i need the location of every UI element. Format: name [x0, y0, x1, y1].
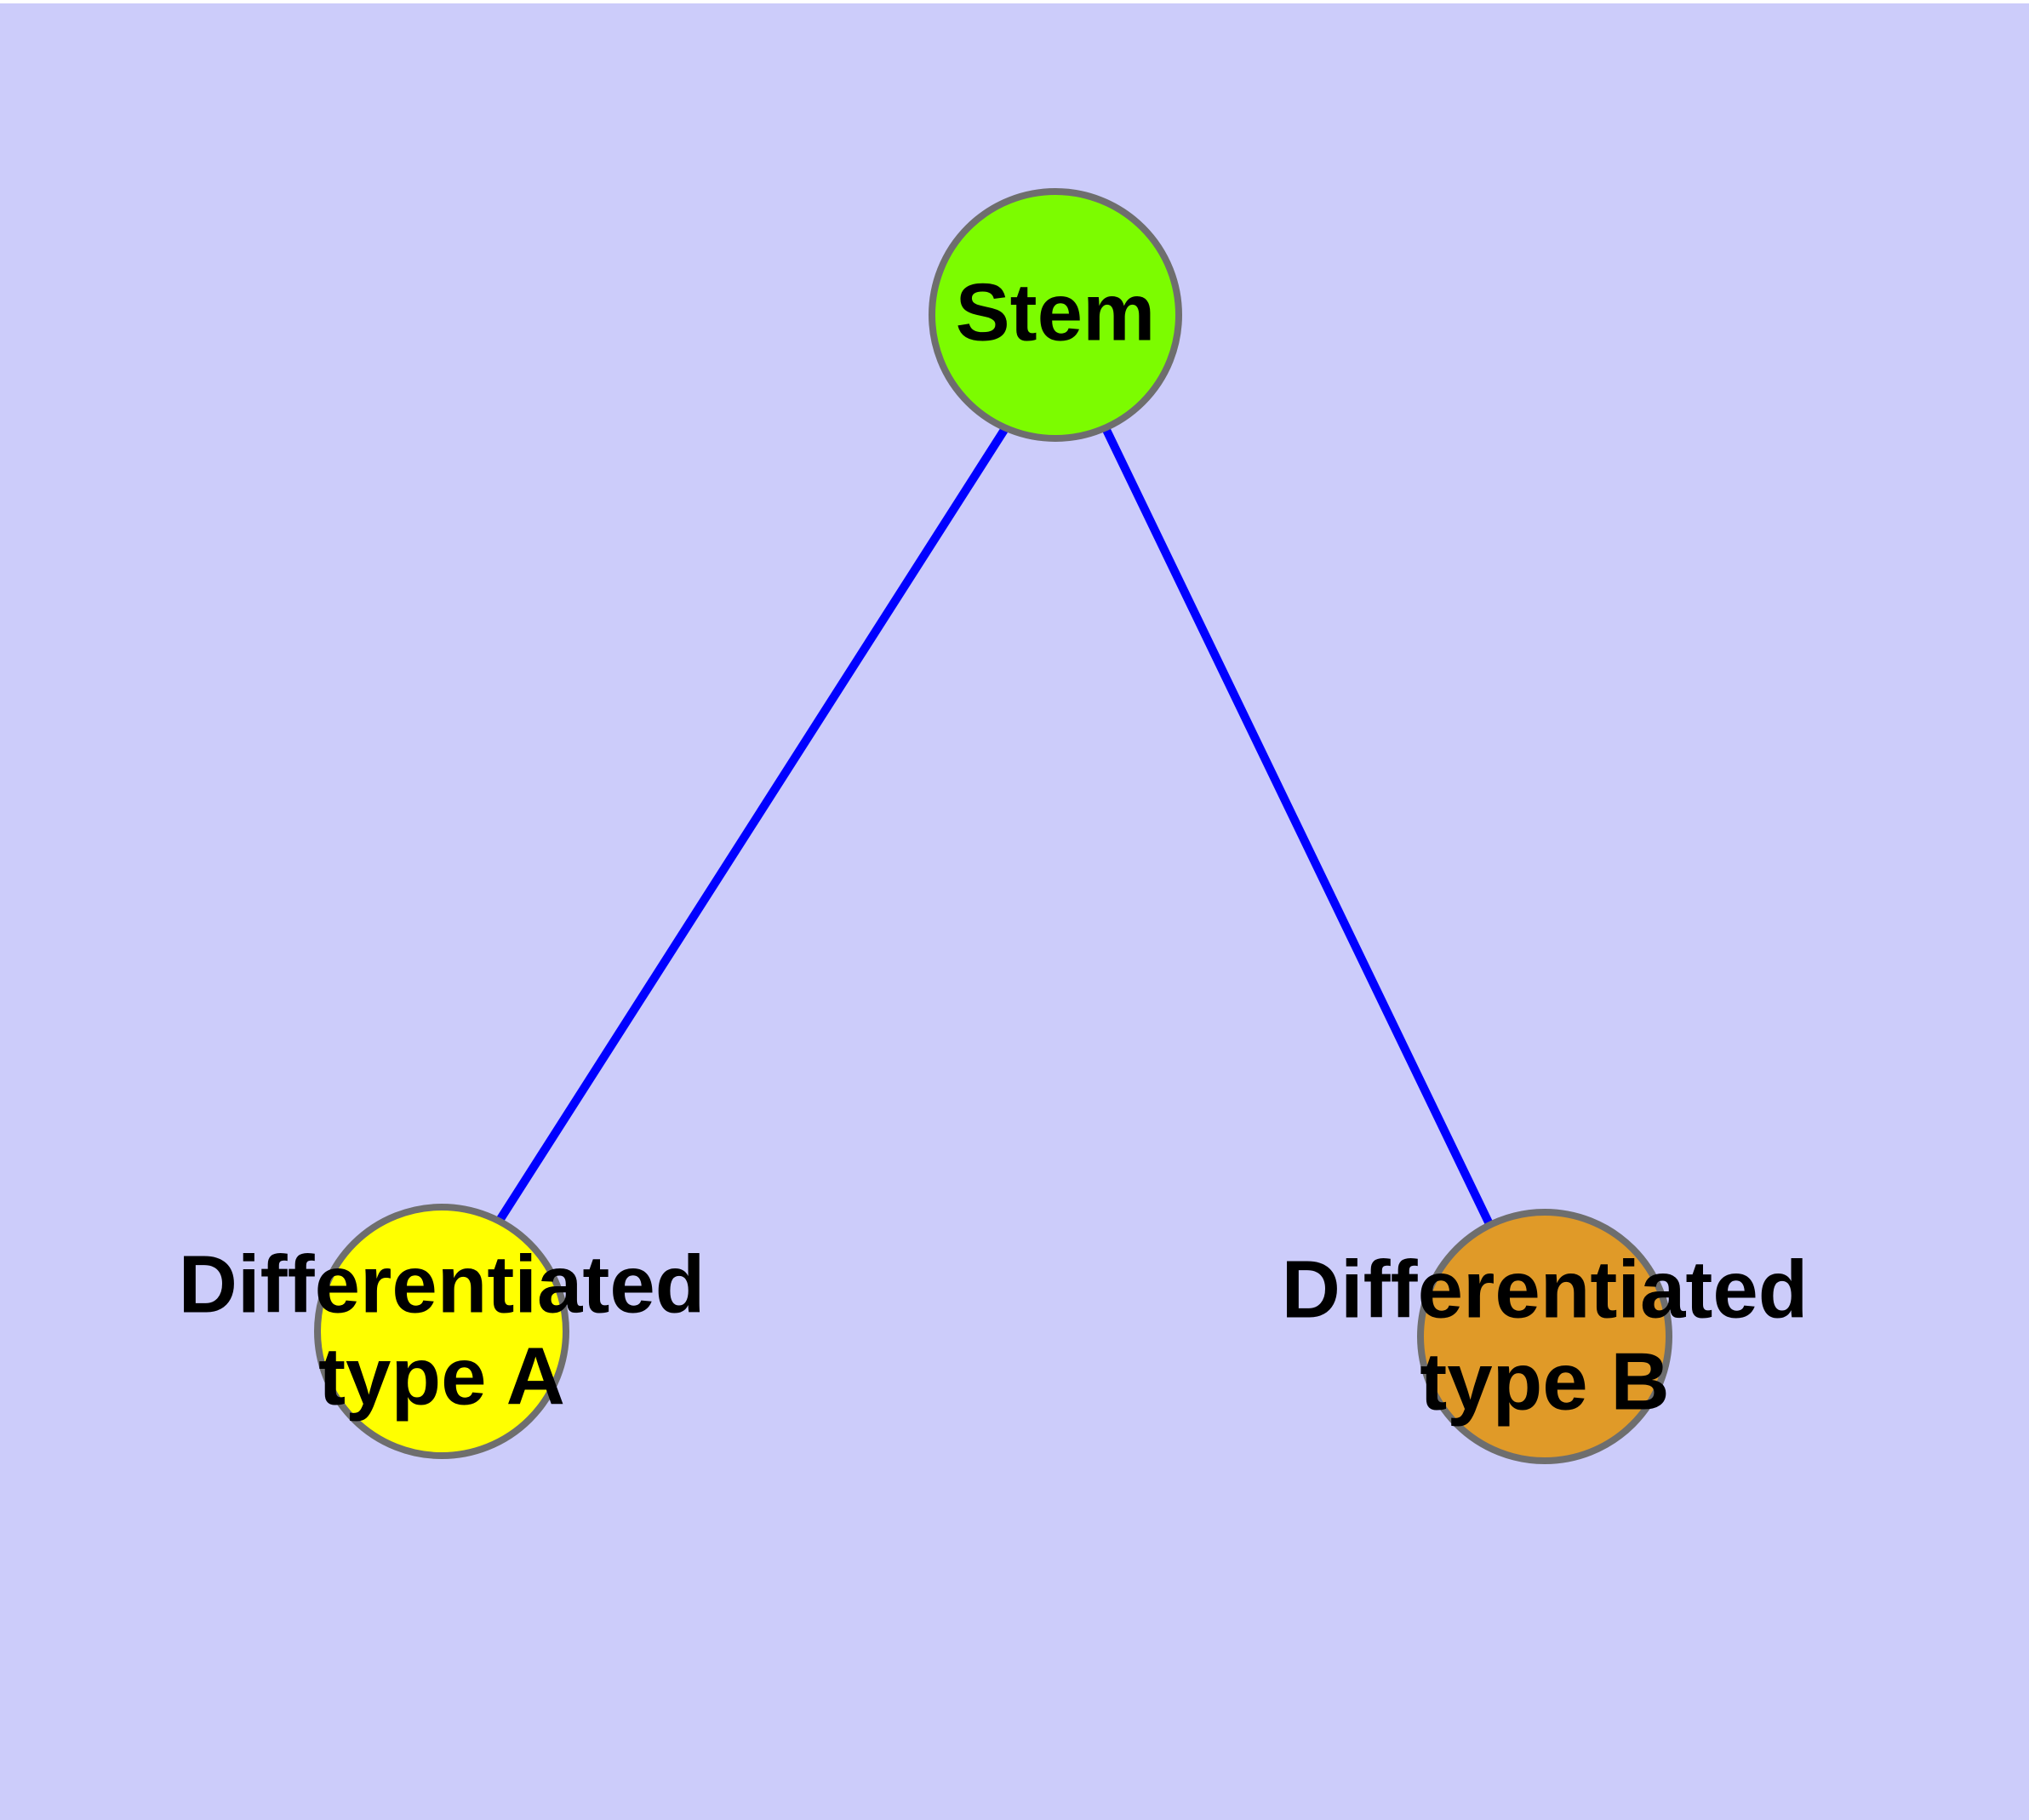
node-stem[interactable]: Stem	[929, 188, 1182, 442]
node-stem-label-line1: Stem	[956, 266, 1156, 358]
node-differentiated-type-b-circle[interactable]	[1417, 1209, 1672, 1464]
node-differentiated-type-a-label-line2: type A	[318, 1331, 565, 1422]
edge-stem-to-differentiated-type-a[interactable]	[496, 427, 1009, 1222]
node-stem-circle[interactable]	[929, 188, 1182, 442]
edge-stem-to-differentiated-type-b[interactable]	[1102, 427, 1494, 1227]
node-differentiated-type-b[interactable]: Differentiated type B	[1282, 1209, 1809, 1464]
node-differentiated-type-b-label-line1: Differentiated	[1282, 1244, 1809, 1335]
node-differentiated-type-a-circle[interactable]	[314, 1204, 569, 1459]
node-differentiated-type-b-label-line2: type B	[1420, 1336, 1669, 1427]
edge-layer	[496, 427, 1494, 1227]
node-differentiated-type-a-label-line1: Differentiated	[179, 1239, 706, 1330]
node-differentiated-type-a[interactable]: Differentiated type A	[179, 1204, 706, 1459]
